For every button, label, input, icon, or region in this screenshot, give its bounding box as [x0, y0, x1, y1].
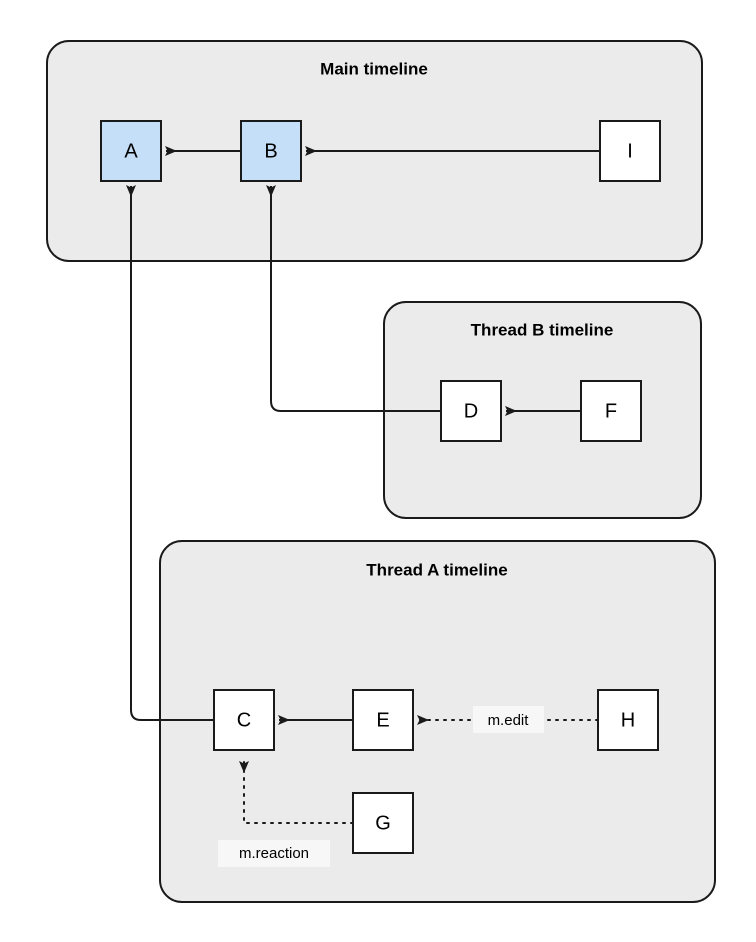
- node-A[interactable]: A: [100, 120, 162, 182]
- node-G-box[interactable]: [352, 792, 414, 854]
- node-G[interactable]: G: [352, 792, 414, 854]
- node-E-box[interactable]: [352, 689, 414, 751]
- node-H[interactable]: H: [597, 689, 659, 751]
- node-B[interactable]: B: [240, 120, 302, 182]
- edge-label-m-reaction: m.reaction: [218, 840, 330, 867]
- edge-C-to-A: [126, 185, 214, 721]
- node-F[interactable]: F: [580, 380, 642, 442]
- edge-label-m-edit-bg: [473, 706, 544, 733]
- node-I[interactable]: I: [599, 120, 661, 182]
- node-B-label: B: [264, 140, 277, 162]
- node-E-label: E: [376, 709, 389, 731]
- node-I-box[interactable]: [599, 120, 661, 182]
- node-D-label: D: [464, 400, 478, 422]
- edge-label-m-reaction-text: m.reaction: [239, 845, 309, 862]
- node-H-box[interactable]: [597, 689, 659, 751]
- node-I-label: I: [627, 140, 633, 162]
- node-G-label: G: [375, 812, 391, 834]
- node-A-box[interactable]: [100, 120, 162, 182]
- node-E[interactable]: E: [352, 689, 414, 751]
- group-main-timeline-title: Main timeline: [320, 59, 428, 78]
- node-D-box[interactable]: [440, 380, 502, 442]
- edge-labels-layer: m.edit m.reaction: [218, 706, 544, 867]
- node-F-label: F: [605, 400, 617, 422]
- nodes-layer: A B I D F C: [100, 120, 661, 854]
- node-C-box[interactable]: [213, 689, 275, 751]
- group-thread-a-timeline-title: Thread A timeline: [366, 560, 507, 579]
- edge-label-m-reaction-bg: [218, 840, 330, 867]
- node-B-box[interactable]: [240, 120, 302, 182]
- node-D[interactable]: D: [440, 380, 502, 442]
- node-F-box[interactable]: [580, 380, 642, 442]
- node-C-label: C: [237, 709, 251, 731]
- edge-D-to-B: [266, 185, 441, 412]
- group-thread-a-timeline: Thread A timeline: [159, 540, 716, 903]
- group-thread-b-timeline-title: Thread B timeline: [471, 320, 614, 339]
- edge-label-m-edit: m.edit: [473, 706, 544, 733]
- group-thread-a-timeline-box: [159, 540, 716, 903]
- node-H-label: H: [621, 709, 635, 731]
- node-C[interactable]: C: [213, 689, 275, 751]
- edge-label-m-edit-text: m.edit: [488, 712, 530, 729]
- node-A-label: A: [124, 140, 138, 162]
